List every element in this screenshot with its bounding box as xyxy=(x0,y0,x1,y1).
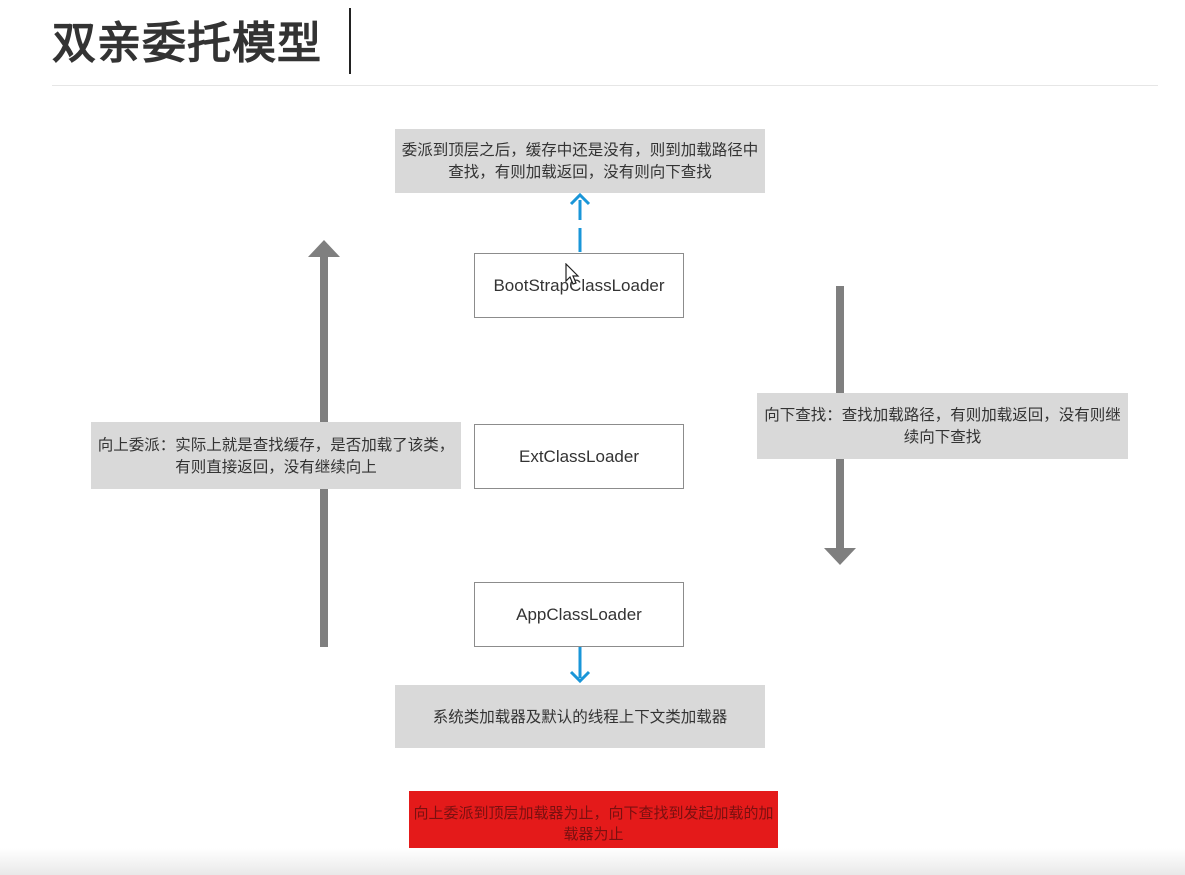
bottom-note-box: 系统类加载器及默认的线程上下文类加载器 xyxy=(395,685,765,748)
top-note-box: 委派到顶层之后，缓存中还是没有，则到加载路径中查找，有则加载返回，没有则向下查找 xyxy=(395,129,765,193)
summary-box: 向上委派到顶层加载器为止，向下查找到发起加载的加载器为止 xyxy=(409,791,778,856)
text-cursor xyxy=(349,8,351,74)
right-note-box: 向下查找：查找加载路径，有则加载返回，没有则继续向下查找 xyxy=(757,393,1128,459)
blue-down-arrow xyxy=(569,647,591,684)
page-title: 双亲委托模型 xyxy=(52,18,322,69)
left-note-box: 向上委派：实际上就是查找缓存，是否加载了该类，有则直接返回，没有继续向上 xyxy=(91,422,461,489)
blue-up-arrow xyxy=(569,192,591,252)
mouse-pointer-icon xyxy=(565,263,580,285)
ext-classloader-box: ExtClassLoader xyxy=(474,424,684,489)
title-divider xyxy=(52,85,1158,86)
bottom-shadow xyxy=(0,848,1185,875)
bootstrap-classloader-box: BootStrapClassLoader xyxy=(474,253,684,318)
app-classloader-box: AppClassLoader xyxy=(474,582,684,647)
